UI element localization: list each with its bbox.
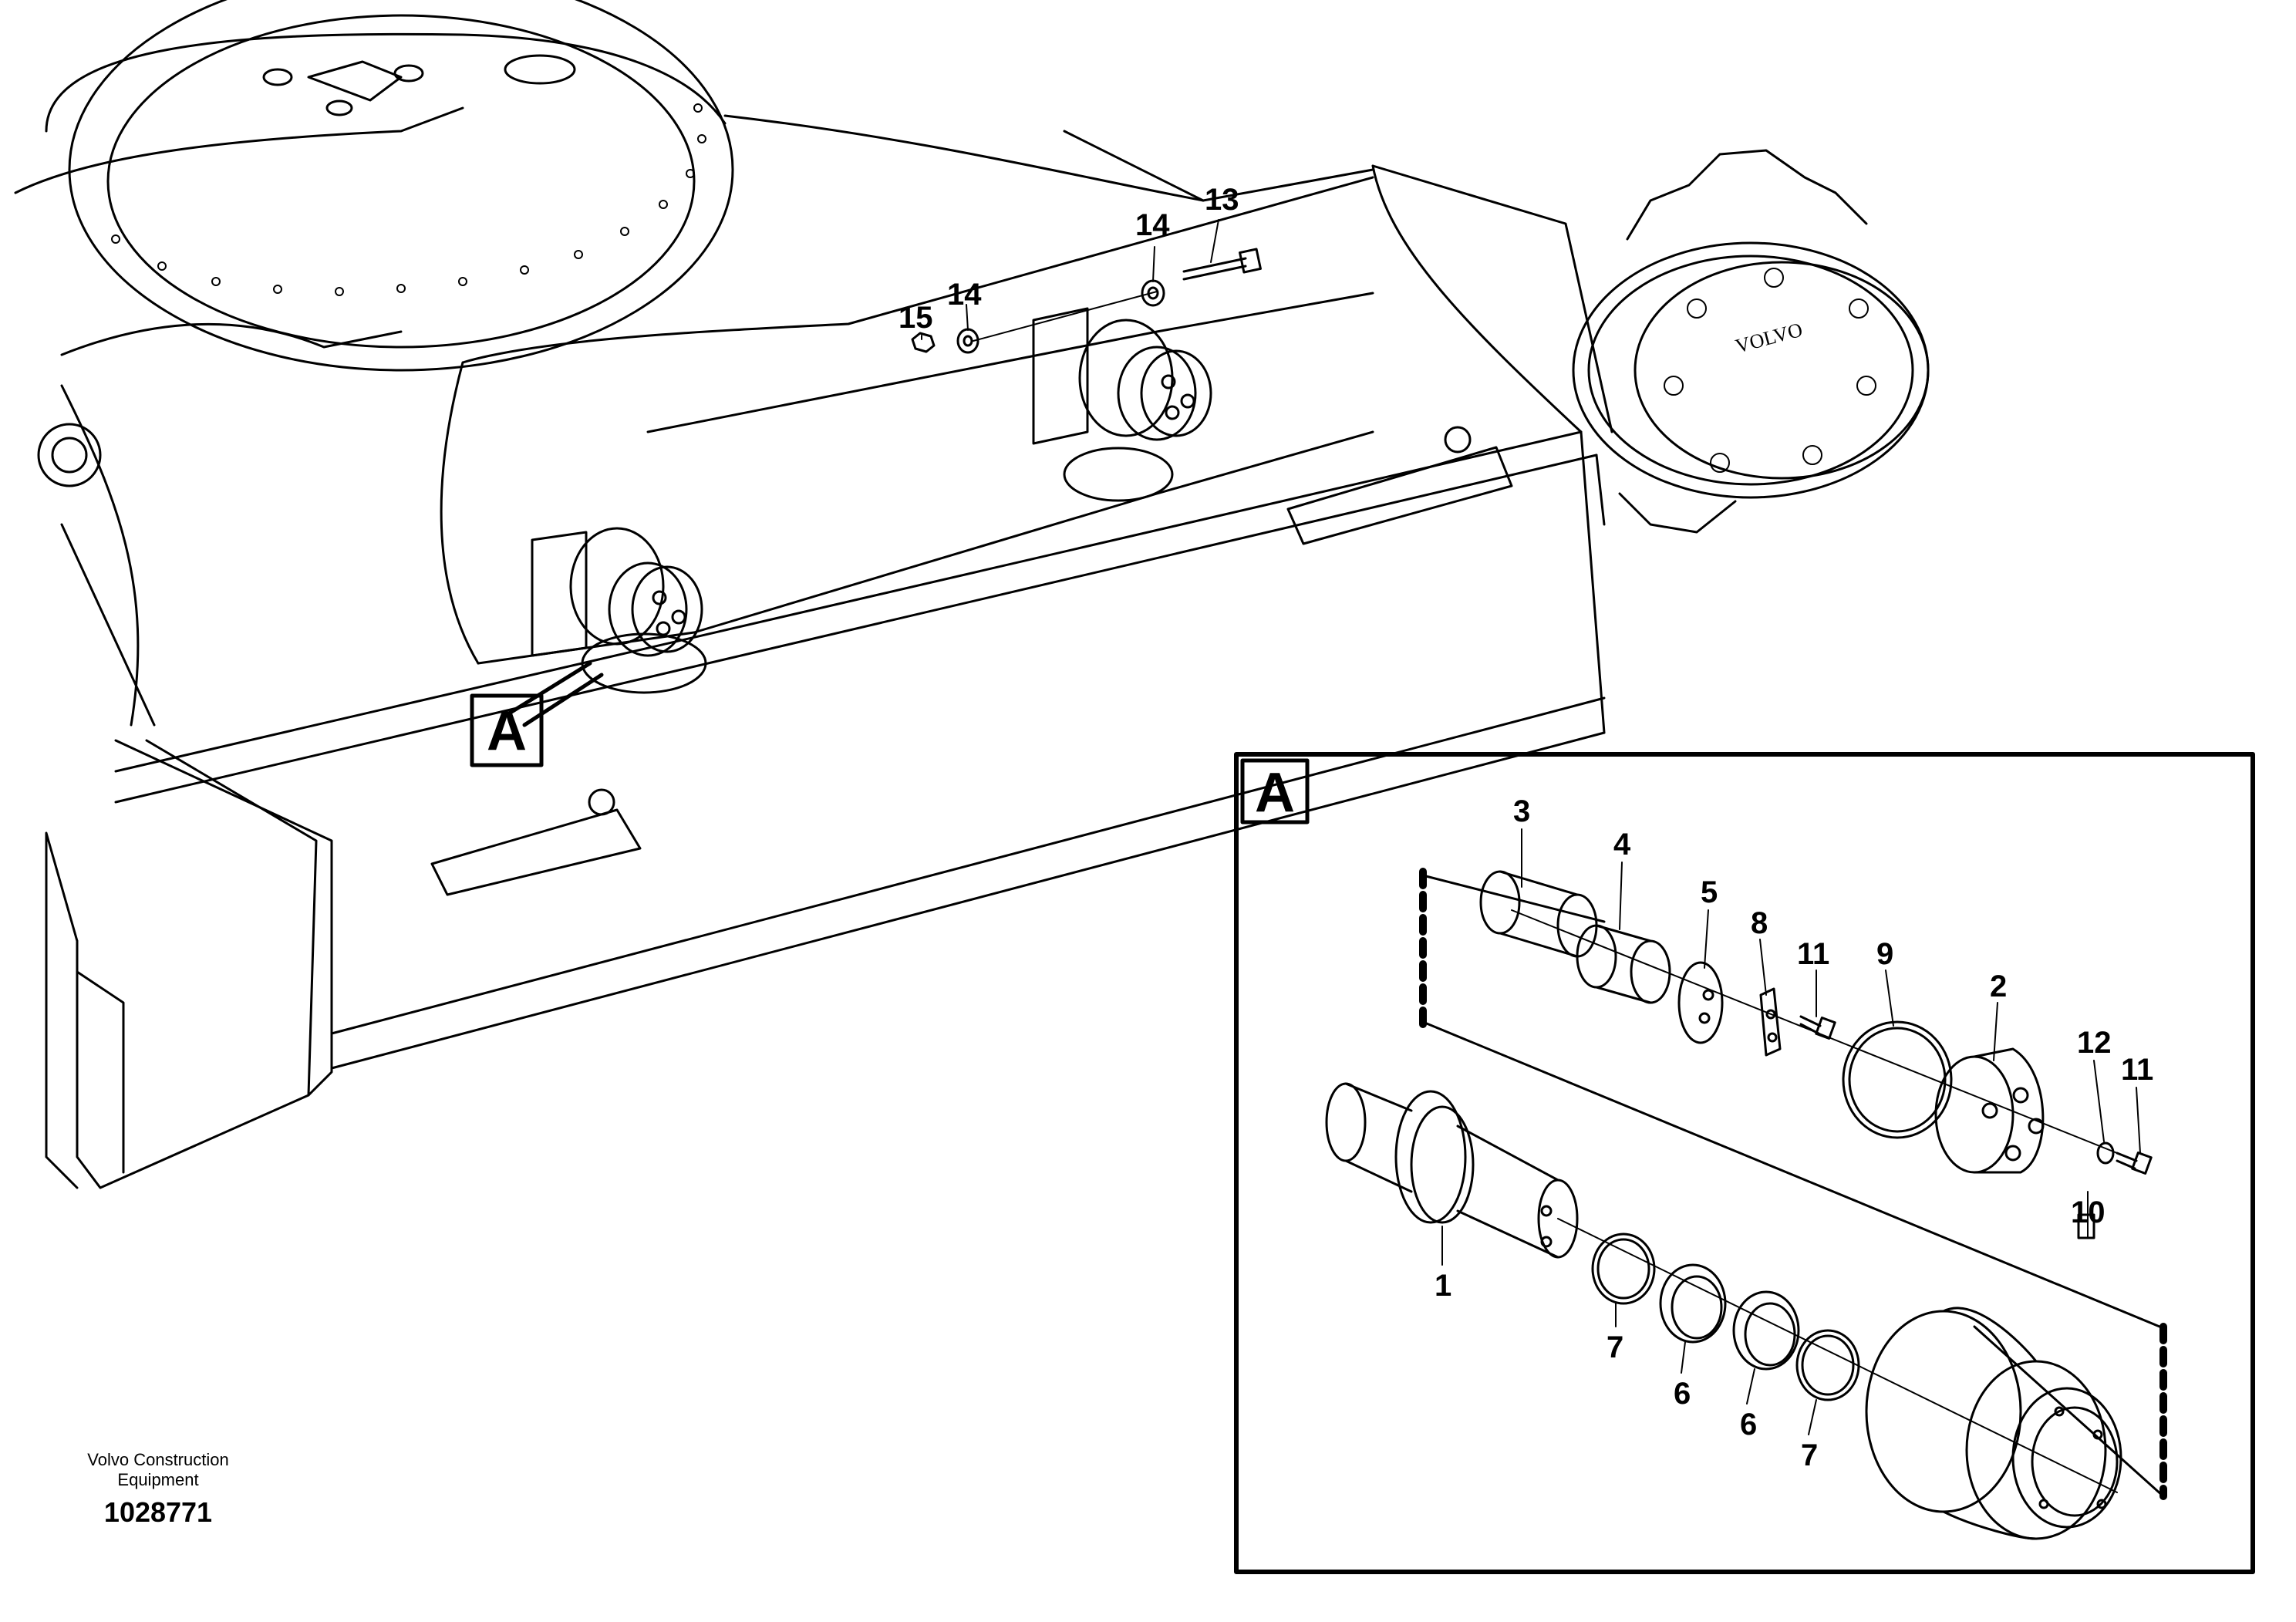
callout-10: 10 bbox=[2071, 1195, 2106, 1229]
callout-14-lower: 14 bbox=[947, 278, 982, 312]
detail-leaders bbox=[1441, 828, 2141, 1435]
detail-panel-ref: A bbox=[1255, 762, 1295, 824]
drawing-number: 1028771 bbox=[103, 1496, 213, 1528]
callout-6-right: 6 bbox=[1740, 1408, 1757, 1442]
part-5-washer bbox=[1677, 961, 1724, 1044]
callout-3: 3 bbox=[1513, 794, 1530, 828]
callout-2: 2 bbox=[1990, 969, 2007, 1003]
detail-marker-a-label: A bbox=[487, 700, 527, 762]
detail-marker-a: A bbox=[470, 661, 604, 767]
callout-11-upper: 11 bbox=[1797, 937, 1829, 971]
upper-frame-drawing bbox=[14, 0, 1374, 727]
detail-envelope bbox=[1419, 868, 2167, 1500]
detail-axis-upper bbox=[1511, 909, 2137, 1162]
callout-1: 1 bbox=[1435, 1269, 1451, 1303]
callout-14-upper: 14 bbox=[1135, 208, 1170, 242]
part-7-o-ring-left bbox=[1591, 1233, 1656, 1305]
callout-5: 5 bbox=[1701, 875, 1718, 909]
bolt-13-drawing bbox=[1182, 248, 1262, 281]
callout-6-left: 6 bbox=[1674, 1377, 1691, 1411]
part-6-seal-right bbox=[1732, 1290, 1800, 1371]
part-6-seal-left bbox=[1659, 1263, 1727, 1344]
part-4-bushing bbox=[1576, 924, 1671, 1004]
callout-7-right: 7 bbox=[1801, 1438, 1818, 1472]
volvo-logo-text: VOLVO bbox=[1733, 319, 1805, 358]
roller-body bbox=[1865, 1307, 2122, 1540]
overview-leaders bbox=[921, 219, 1219, 340]
callout-8: 8 bbox=[1751, 906, 1768, 940]
top-roller-2-drawing bbox=[1032, 307, 1212, 445]
callout-12: 12 bbox=[2077, 1026, 2112, 1060]
callout-9: 9 bbox=[1876, 937, 1893, 971]
detail-axis-lower bbox=[1557, 1218, 2118, 1493]
callout-11-lower: 11 bbox=[2121, 1053, 2153, 1087]
part-8-lock-plate bbox=[1759, 987, 1782, 1057]
callout-13: 13 bbox=[1205, 183, 1239, 217]
callout-15: 15 bbox=[899, 301, 933, 335]
track-frame-drawing: VOLVO bbox=[45, 149, 1930, 1189]
top-roller-1-drawing bbox=[531, 527, 703, 657]
assembly-line bbox=[973, 291, 1158, 342]
detail-a-panel: A bbox=[1234, 752, 2255, 1574]
callout-4: 4 bbox=[1613, 828, 1631, 862]
part-2-cover bbox=[1934, 1047, 2045, 1174]
brand-label: Volvo Construction Equipment bbox=[87, 1450, 229, 1489]
part-12-washer bbox=[2096, 1141, 2115, 1165]
part-9-o-ring bbox=[1842, 1020, 1953, 1139]
callout-7-left: 7 bbox=[1607, 1330, 1623, 1364]
nut-15-drawing bbox=[911, 332, 936, 353]
part-1-shaft bbox=[1325, 1082, 1579, 1259]
part-10-plug bbox=[2077, 1213, 2095, 1239]
